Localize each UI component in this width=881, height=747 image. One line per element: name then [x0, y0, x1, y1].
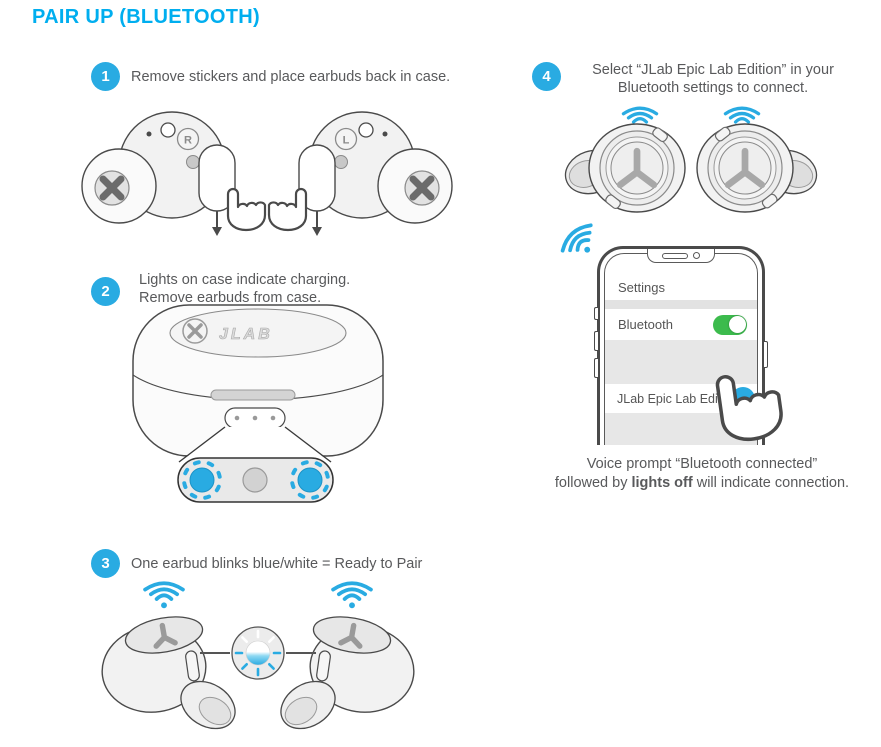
led-callout: [177, 426, 334, 503]
wifi-signal-icon: [331, 581, 373, 611]
earbud-left-sticker-illustration: L: [267, 111, 453, 236]
led-gray-middle: [242, 467, 268, 493]
step-4-line2: Bluetooth settings to connect.: [617, 80, 809, 96]
phone-volume-down-button: [594, 358, 598, 378]
step-2-number: 2: [101, 283, 110, 300]
step-2-badge: 2: [91, 277, 120, 306]
blink-light-callout: [231, 626, 285, 680]
case-hinge-notch: [210, 389, 296, 401]
hand-pull-icon: [226, 187, 267, 232]
device-name-label: JLab Epic Lab Edition: [617, 391, 738, 406]
wifi-signal-icon: [143, 581, 185, 611]
step-4-number: 4: [542, 68, 551, 85]
led-blue-right: [290, 460, 330, 500]
phone-notch: [647, 249, 715, 263]
bluetooth-row: Bluetooth: [605, 309, 757, 340]
settings-header-row: Settings: [605, 274, 757, 300]
step-2-illustration: JLAB: [132, 304, 384, 503]
case-logo-icon: [182, 318, 208, 344]
step-1-number: 1: [101, 68, 110, 85]
earbud-front-right: [696, 123, 818, 213]
bluetooth-label: Bluetooth: [618, 317, 673, 332]
hand-pull-icon: [267, 187, 308, 232]
left-earbud-marker: L: [343, 135, 350, 147]
earbud-right-sticker-illustration: R: [81, 111, 267, 236]
step-4-line1: Select “JLab Epic Lab Edition” in your: [592, 62, 834, 78]
step-3-badge: 3: [91, 549, 120, 578]
earbud-front-left: [564, 123, 686, 213]
step-2-line2: Remove earbuds from case.: [139, 290, 322, 306]
earbud-right-illustration: [280, 616, 415, 730]
phone-illustration: Settings Bluetooth JLab Epic Lab Edition: [594, 246, 768, 445]
screen-spacer: [605, 340, 757, 384]
phone-power-button: [764, 341, 768, 368]
phone-screen: Settings Bluetooth JLab Epic Lab Edition: [604, 253, 758, 445]
step-3-number: 3: [101, 555, 110, 572]
earbud-left-illustration: [101, 616, 236, 730]
connection-note-line1: Voice prompt “Bluetooth connected”: [586, 456, 818, 472]
step-3-text: One earbud blinks blue/white = Ready to …: [131, 556, 423, 572]
connection-note-line2: followed by lights off will indicate con…: [554, 475, 850, 491]
hand-tap-icon: [714, 367, 786, 445]
settings-label: Settings: [618, 279, 665, 295]
step-2-line1: Lights on case indicate charging.: [139, 272, 351, 288]
phone-camera: [693, 252, 700, 259]
step-3-illustration: [101, 581, 415, 730]
step-1-illustration: R L: [81, 111, 453, 236]
step-4-badge: 4: [532, 62, 561, 91]
step-4-text: Select “JLab Epic Lab Edition” in your B…: [563, 61, 863, 97]
phone-volume-up-button: [594, 331, 598, 351]
phone-mute-switch: [594, 307, 598, 320]
step-1-badge: 1: [91, 62, 120, 91]
phone-speaker: [662, 252, 688, 259]
step-1-text: Remove stickers and place earbuds back i…: [131, 69, 451, 85]
screen-divider: [605, 300, 757, 309]
right-earbud-marker: R: [184, 135, 192, 147]
led-blue-left: [182, 460, 222, 500]
charging-case-illustration: JLAB: [132, 304, 384, 457]
step-2-text: Lights on case indicate charging. Remove…: [139, 271, 350, 307]
page-title: PAIR UP (BLUETOOTH): [32, 6, 260, 28]
step-4-earbuds-illustration: [564, 106, 818, 213]
bluetooth-toggle: [713, 314, 747, 335]
connection-note: Voice prompt “Bluetooth connected” follo…: [518, 455, 881, 493]
case-logo-wordmark: JLAB: [219, 326, 273, 343]
